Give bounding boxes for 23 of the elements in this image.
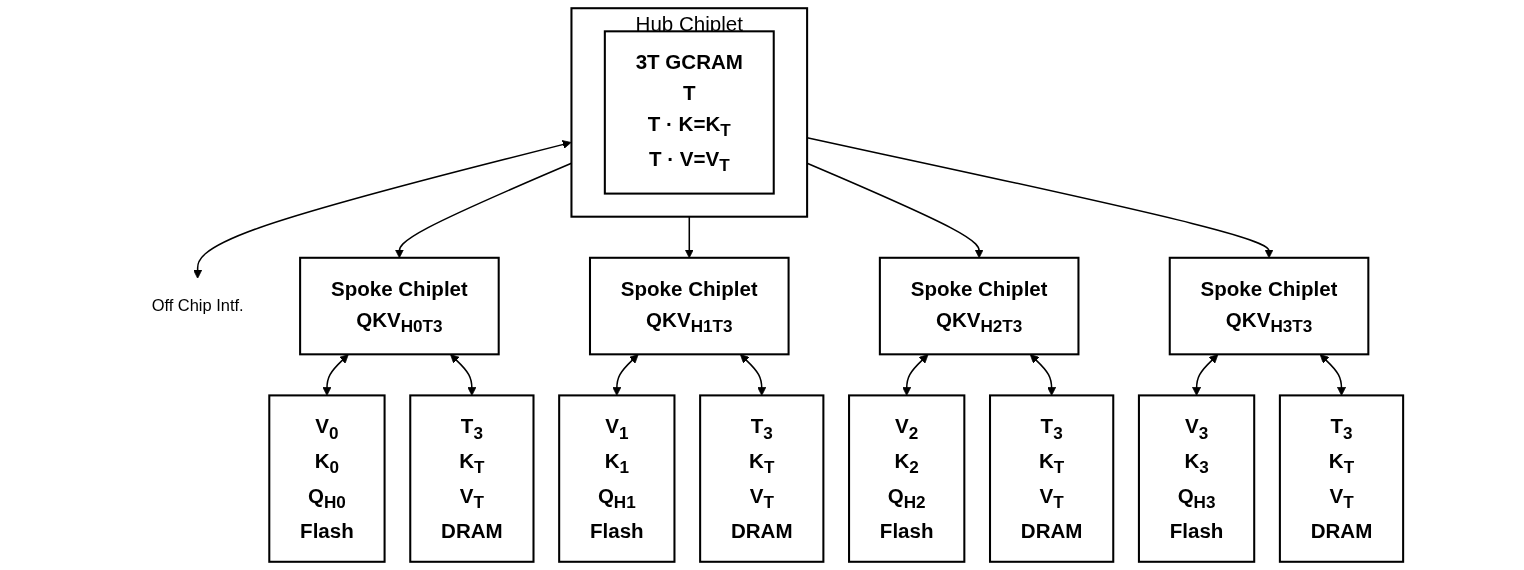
arrow <box>1029 354 1057 396</box>
node-box: T$_{3}$ K$_{T}$ V$_{T}$ DRAM <box>699 394 825 563</box>
node-box: V$_{3}$ K$_{3}$ Q$_{H3}$ Flash <box>1137 394 1256 563</box>
arrow <box>322 354 349 396</box>
arrow <box>740 354 767 396</box>
arrow <box>1192 354 1219 396</box>
node-text: Off Chip Intf. <box>151 296 244 315</box>
node-box: T$_{3}$ K$_{T}$ V$_{T}$ DRAM <box>409 394 535 563</box>
arrow <box>1319 354 1347 396</box>
node-box: T$_{3}$ K$_{T}$ V$_{T}$ DRAM <box>1278 394 1405 563</box>
node-box: Spoke Chiplet QKV$_{H2T3}$ <box>878 256 1080 356</box>
node-box: V$_{0}$ K$_{0}$ Q$_{H0}$ Flash <box>268 394 386 563</box>
arrow <box>902 354 929 396</box>
arrow <box>450 354 477 396</box>
node-box: T$_{3}$ K$_{T}$ V$_{T}$ DRAM <box>989 394 1115 563</box>
node-box: Spoke Chiplet QKV$_{H1T3}$ <box>588 256 790 356</box>
node-box: Spoke Chiplet QKV$_{H3T3}$ <box>1168 256 1370 356</box>
node-box: Spoke Chiplet QKV$_{H0T3}$ <box>299 256 500 356</box>
node-box: V$_{2}$ K$_{2}$ Q$_{H2}$ Flash <box>848 394 966 563</box>
node-box: V$_{1}$ K$_{1}$ Q$_{H1}$ Flash <box>558 394 676 563</box>
node-box: 3T GCRAM T T · K=K$_{T}$ T · V=V$_{T}$ <box>603 30 775 195</box>
arrow <box>193 140 572 279</box>
arrow <box>612 354 639 396</box>
